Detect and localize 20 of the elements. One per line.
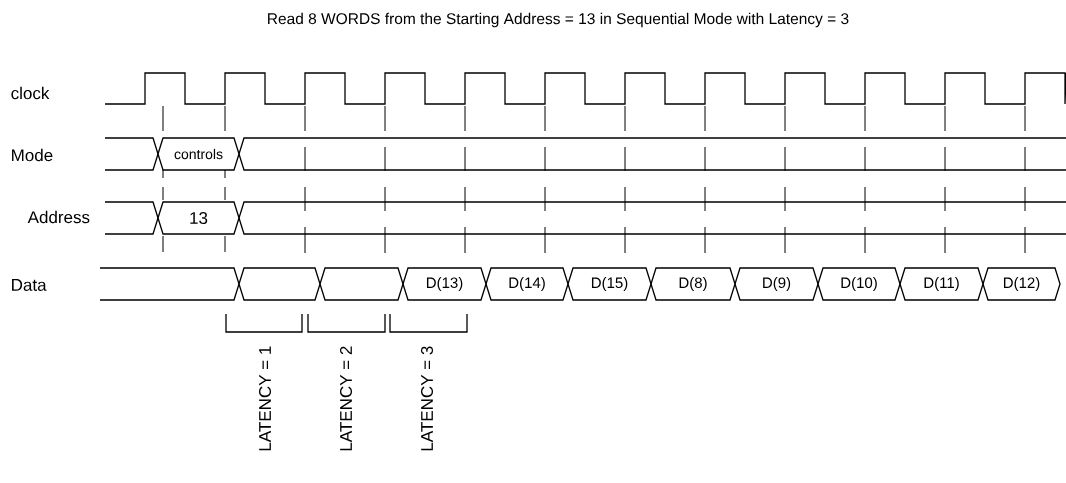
signal-name: Mode (12, 148, 53, 162)
value-hexagon: D(10) (817, 267, 901, 301)
value-hexagon: 13 (157, 201, 240, 235)
diagram-title: Read 8 WORDS from the Starting Address = 13 in Sequential Mode with Latency = 3 (268, 12, 849, 28)
value-hexagon: D(13) (402, 267, 487, 301)
value-hexagon: D(8) (650, 267, 736, 301)
latency-label: LATENCY = 3 (421, 346, 434, 451)
value-hexagon: D(14) (485, 267, 569, 301)
value-hexagon: D(9) (734, 267, 819, 301)
empty-hexagon (319, 267, 404, 301)
latency-label: LATENCY = 2 (340, 346, 353, 451)
signal-name: Data (12, 279, 47, 291)
signal-name: clock (11, 86, 50, 100)
value-hexagon: controls (157, 137, 240, 171)
value-hexagon: D(15) (567, 267, 652, 301)
value-hexagon: D(11) (899, 267, 984, 301)
signal-name: Address (27, 210, 90, 224)
empty-hexagon (238, 267, 321, 301)
value-hexagon: D(12) (982, 267, 1061, 301)
latency-label: LATENCY = 1 (259, 346, 272, 451)
